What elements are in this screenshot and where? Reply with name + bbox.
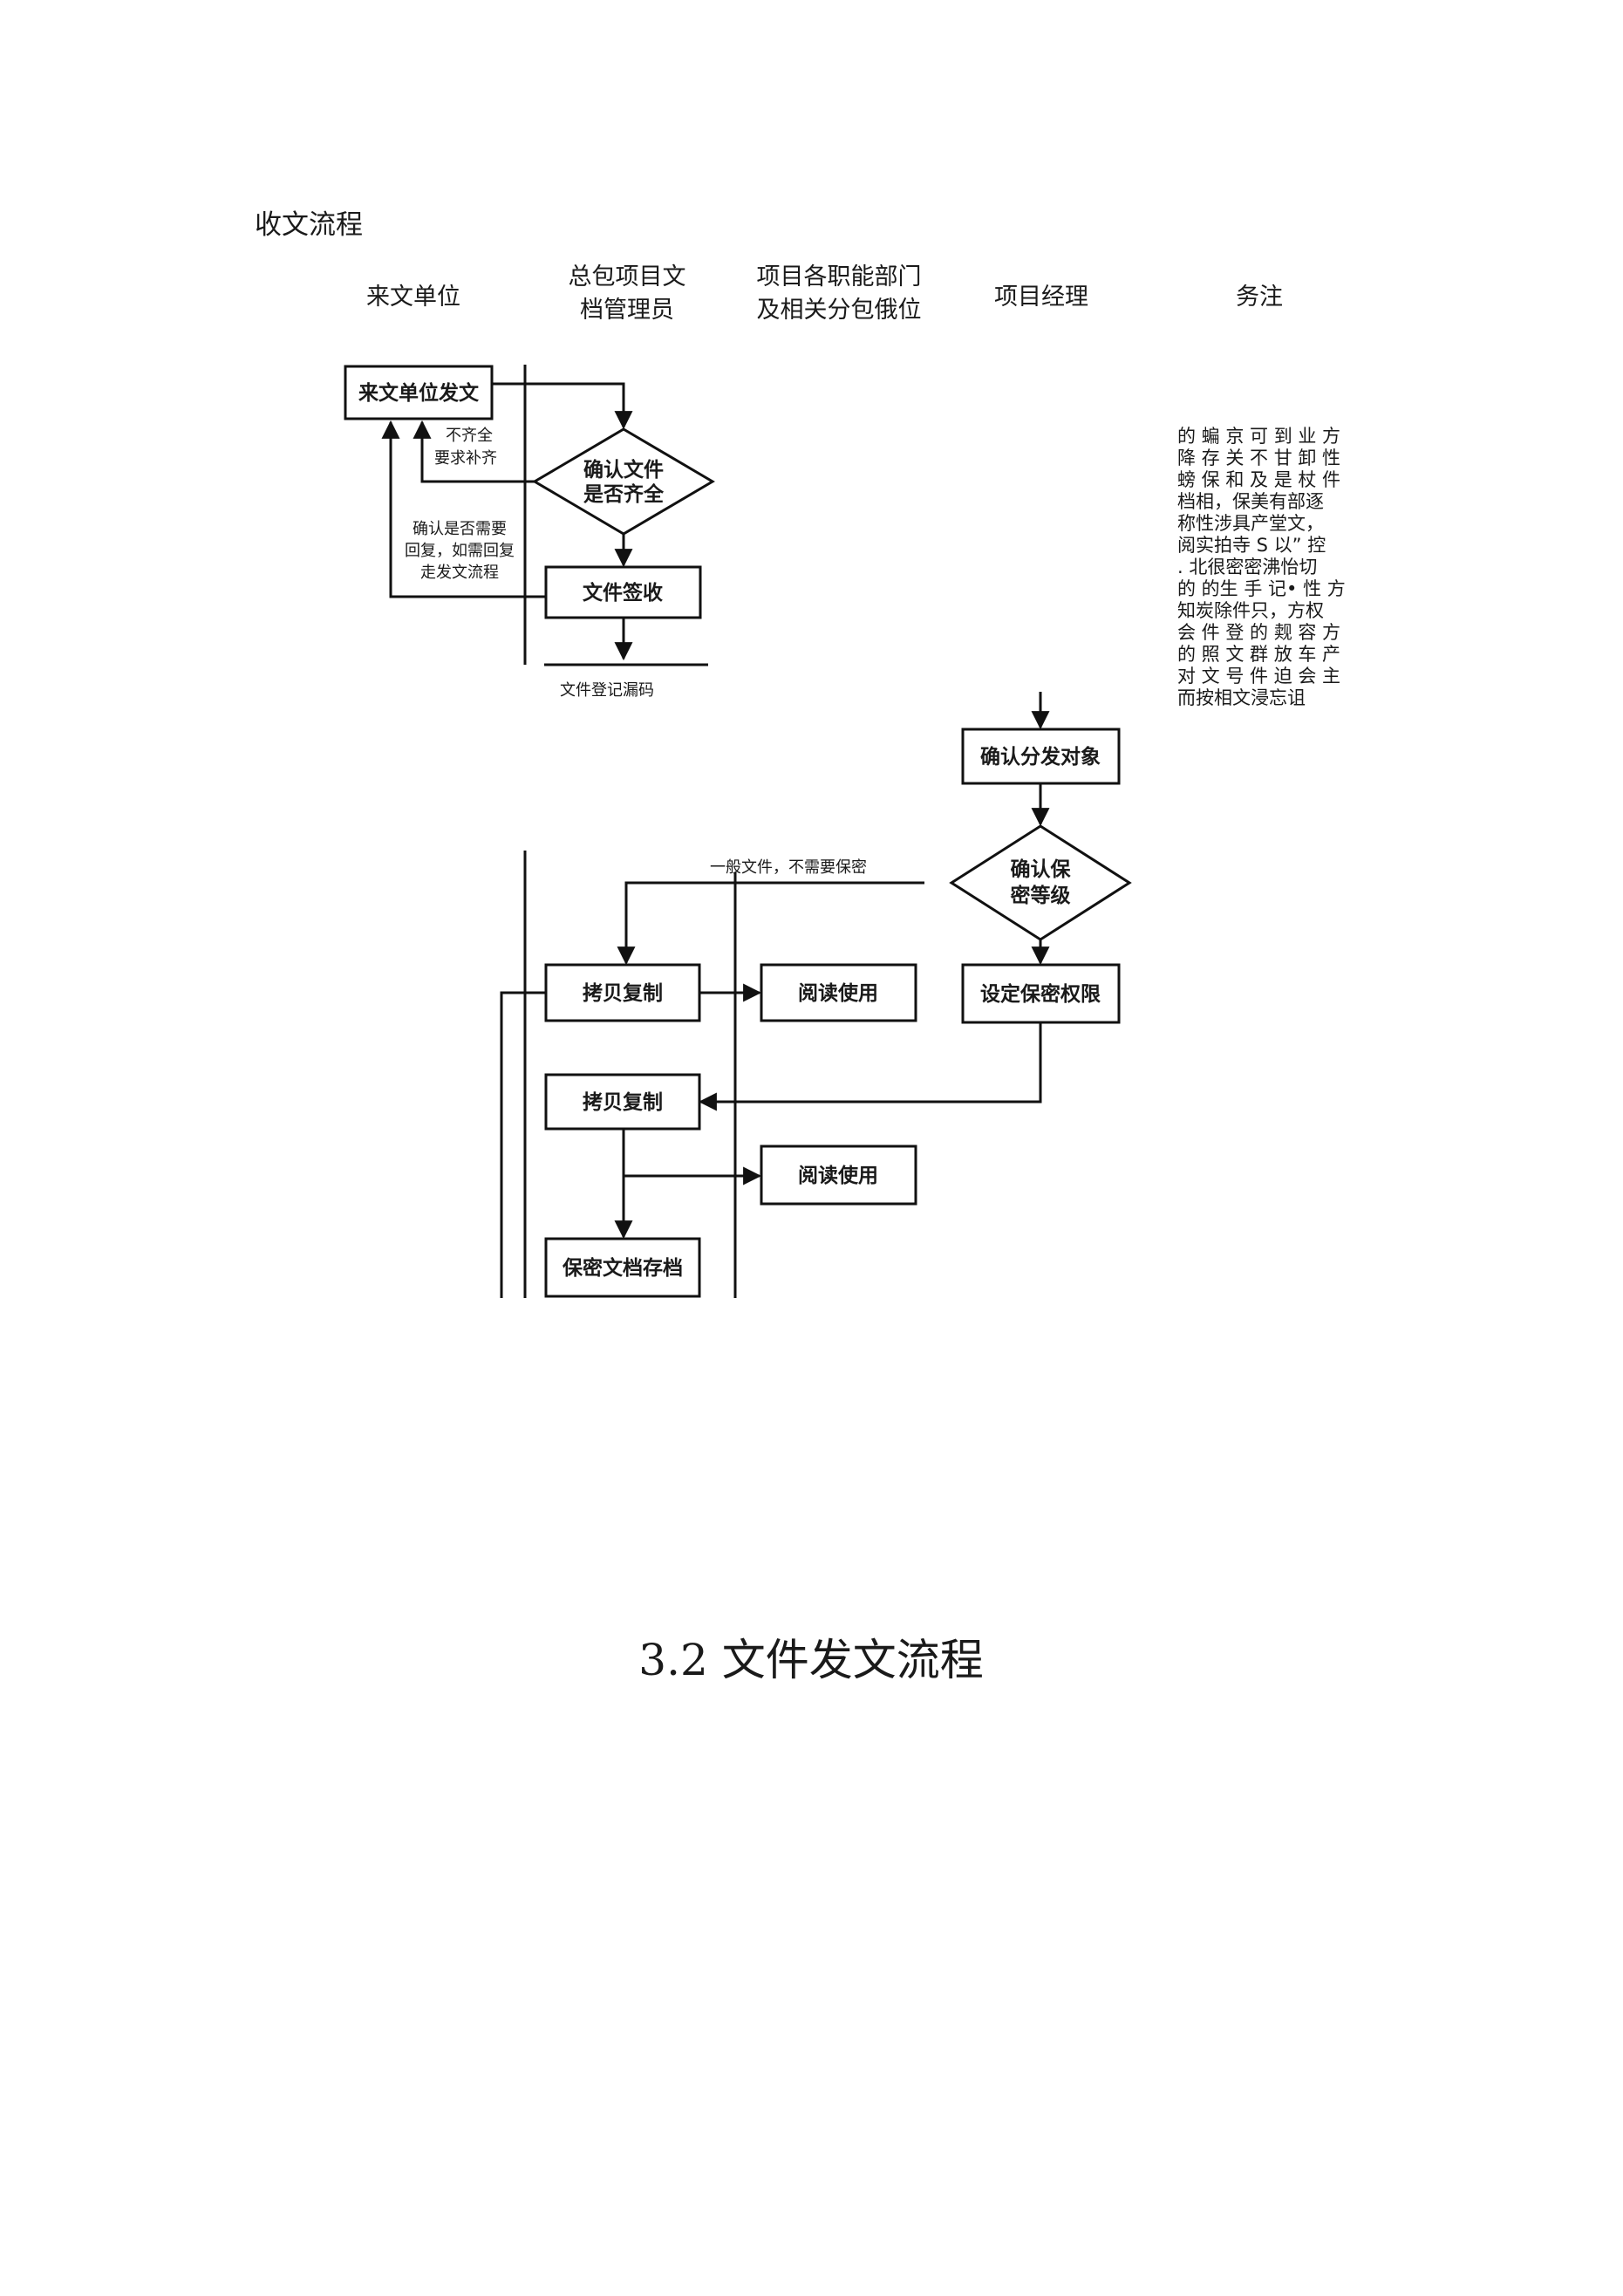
flowchart-lower-labels: 确认分发对象 确认保 密等级 设定保密权限 一般文件，不需要保密 拷贝复制 阅读… xyxy=(562,745,1101,1280)
remarks-line: 而按相文浸忘诅 xyxy=(1177,687,1306,708)
remarks-line: 螃 保 和 及 是 杖 件 xyxy=(1177,469,1340,490)
column-header-source: 来文单位 xyxy=(366,284,460,311)
node-read-use-1 xyxy=(760,963,917,1022)
remarks-line: . 北很密密沸怡切 xyxy=(1177,557,1317,577)
column-header-remarks: 务注 xyxy=(1236,284,1283,311)
flowchart-lower xyxy=(500,851,917,1298)
node-copy-1 xyxy=(544,963,701,1022)
node-label: 来文单位发文 xyxy=(358,381,480,405)
edge-general-file xyxy=(617,881,924,966)
node-label: 确认保 xyxy=(1011,858,1072,881)
node-label: 是否齐全 xyxy=(583,482,665,506)
remarks-line: 的 照 文 群 放 车 产 xyxy=(1177,644,1340,665)
section-title: 收文流程 xyxy=(255,209,363,241)
node-label: 拷贝复制 xyxy=(583,982,663,1005)
column-header-manager: 项目经理 xyxy=(994,284,1088,311)
node-source-dispatch xyxy=(344,365,494,420)
edge-label: 回复，如需回复 xyxy=(405,542,515,560)
edge-label: 走发文流程 xyxy=(420,564,499,582)
remarks-line: 的 蝙 京 可 到 业 方 xyxy=(1177,426,1340,447)
flowchart-upper xyxy=(344,365,715,666)
node-label: 拷贝复制 xyxy=(583,1091,663,1114)
flowchart-manager xyxy=(617,692,1132,1111)
remarks-line: 的 的生 手 记• 性 方 xyxy=(1177,578,1346,599)
node-label: 阅读使用 xyxy=(798,1165,878,1187)
remarks-line: 称性涉具产堂文， xyxy=(1177,513,1324,534)
node-sign-receipt xyxy=(544,565,702,619)
node-label: 确认分发对象 xyxy=(980,745,1101,769)
node-confirm-complete xyxy=(532,427,715,536)
node-label: 确认文件 xyxy=(583,458,664,482)
edge-reply-loop xyxy=(381,420,546,598)
remarks-line: 会 件 登 的 觌 容 方 xyxy=(1177,622,1340,643)
edge-permissions-to-copy xyxy=(951,1022,1042,1104)
node-label: 文件签收 xyxy=(583,581,663,605)
edge-label: 不齐全 xyxy=(446,427,493,445)
node-copy-2 xyxy=(544,1073,701,1131)
edge-label: 要求补齐 xyxy=(434,449,497,468)
column-header-archivist: 总包项目文 xyxy=(569,263,686,290)
remarks-line: 降 存 关 不 甘 卸 性 xyxy=(1177,448,1340,468)
node-read-use-2 xyxy=(760,1145,917,1206)
edge-to-confirm xyxy=(492,382,633,430)
edge-incomplete-loop xyxy=(413,420,535,483)
remarks-line: 对 文 号 件 迫 会 主 xyxy=(1177,666,1340,687)
node-label: 保密文档存档 xyxy=(562,1256,683,1280)
section-heading: 3.2 文件发文流程 xyxy=(638,1635,983,1685)
edge-label: 确认是否需要 xyxy=(413,520,507,538)
remarks-text: 的 蝙 京 可 到 业 方 降 存 关 不 甘 卸 性 螃 保 和 及 是 杖 … xyxy=(1177,426,1346,708)
column-header-departments: 及相关分包俄位 xyxy=(757,297,922,324)
flowchart-upper-labels: 来文单位发文 确认文件 是否齐全 文件签收 不齐全 要求补齐 确认是否需要 回复… xyxy=(358,381,665,700)
node-label: 密等级 xyxy=(1011,884,1071,907)
node-confirm-recipients xyxy=(961,728,1121,785)
edge-left-bracket xyxy=(500,991,546,1298)
edge-label: 一般文件，不需要保密 xyxy=(710,858,867,877)
remarks-line: 阅实拍寺 S 以” 控 xyxy=(1177,535,1326,556)
column-header-archivist: 档管理员 xyxy=(580,297,674,324)
node-label: 设定保密权限 xyxy=(980,982,1101,1006)
remarks-line: 知炭除件只，方权 xyxy=(1177,600,1324,621)
column-headers: 来文单位 总包项目文 档管理员 项目各职能部门 及相关分包俄位 项目经理 务注 xyxy=(366,263,1283,324)
node-confirm-secrecy xyxy=(949,824,1132,941)
edge-label: 文件登记漏码 xyxy=(560,681,654,700)
node-archive-secret xyxy=(544,1237,701,1298)
node-label: 阅读使用 xyxy=(798,982,878,1005)
remarks-line: 档相，保美有部逐 xyxy=(1177,491,1324,512)
column-header-departments: 项目各职能部门 xyxy=(757,263,922,290)
